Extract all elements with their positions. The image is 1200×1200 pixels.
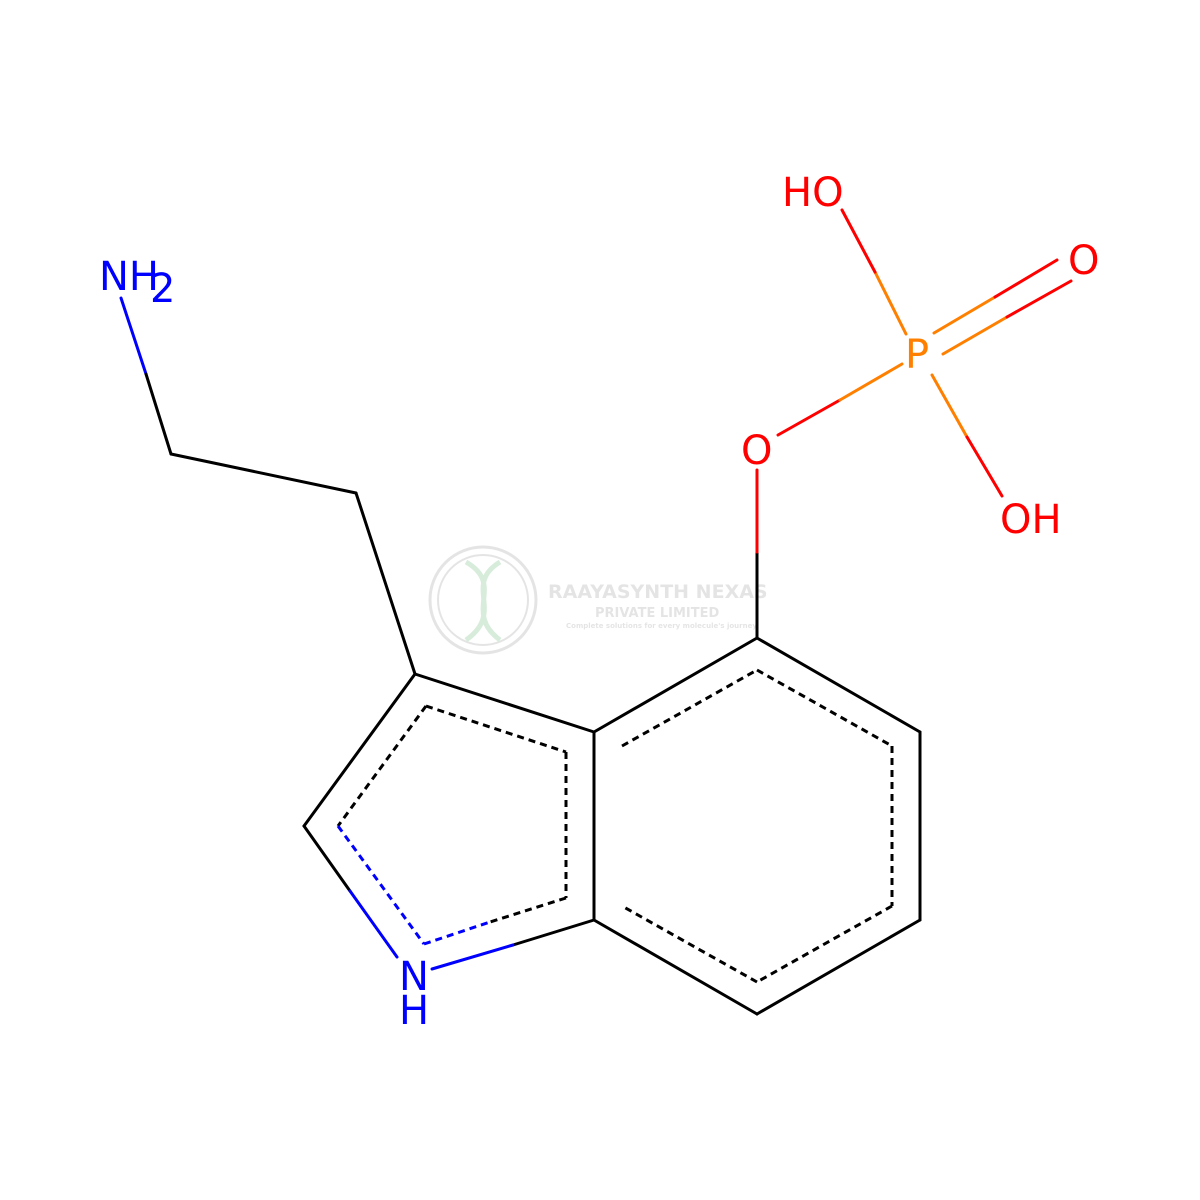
bond-p-o-double-b-orange: [941, 315, 1009, 356]
bond-amine-n-black: [144, 372, 173, 456]
bond-c7a-n-black: [511, 918, 596, 947]
bond-p-o-double-a-red: [993, 258, 1059, 299]
oxo-label: O: [1068, 238, 1099, 284]
bond-c3-c3a: [413, 672, 596, 734]
watermark-subtitle: PRIVATE LIMITED: [595, 606, 720, 621]
amine-label: NH: [99, 254, 159, 300]
aromatic-c3-c2: [336, 705, 428, 827]
aromatic-c3a-c4: [621, 668, 758, 748]
aromatic-c7-c7a: [621, 904, 758, 984]
bond-c6-c7: [755, 918, 922, 1016]
single-bonds: [169, 452, 922, 1016]
nitrogen-bonds: [119, 296, 515, 971]
aromatic-n-c7a-blue: [423, 920, 491, 946]
aromatic-c6-c7: [756, 904, 893, 984]
ester-oxygen-label: O: [741, 428, 772, 474]
bond-ethyl-c2-c3: [354, 491, 417, 676]
bond-amine-n-blue: [119, 296, 148, 376]
aromatic-c2-n-blue: [336, 825, 426, 945]
watermark: RAAYASYNTH NEXAS PRIVATE LIMITED Complet…: [428, 545, 768, 655]
watermark-logo-inner-ring: [437, 554, 529, 646]
amine-subscript: 2: [150, 266, 175, 312]
aromatic-bonds: [336, 668, 894, 984]
watermark-company: RAAYASYNTH NEXAS: [548, 581, 768, 603]
phosphate-bonds: [755, 208, 1073, 554]
phosphorus-label: P: [905, 332, 929, 378]
bond-c2-n-black: [302, 824, 352, 893]
bond-c7-c7a: [592, 918, 759, 1016]
aromatic-bonds-nitrogen: [336, 825, 491, 946]
watermark-tagline: Complete solutions for every molecule's …: [566, 622, 757, 630]
hydroxyl-bottom-label: OH: [1000, 497, 1062, 543]
bond-n-c7a-blue: [430, 943, 515, 971]
bond-p-ohtop-orange: [873, 270, 908, 336]
bond-o-p-orange: [838, 362, 904, 402]
bond-p-ohbottom-red: [965, 435, 1004, 498]
hydroxyl-top-label: HO: [782, 170, 844, 216]
bond-c3a-c4: [592, 636, 759, 734]
watermark-dna-icon: [464, 559, 502, 643]
bond-c2-n-blue: [348, 889, 399, 959]
bond-p-ohbottom-orange: [930, 373, 969, 439]
bond-c4-c5: [755, 636, 922, 734]
indole-nitrogen-label: N: [399, 954, 429, 1000]
aromatic-c4-c5: [756, 668, 893, 748]
atom-labels: NH 2 HO O P O OH N H: [99, 170, 1099, 1034]
bond-p-o-double-b-red: [1005, 279, 1073, 319]
bond-ethyl-c1-c2: [169, 452, 358, 495]
bond-o-p-red: [776, 398, 842, 437]
bond-c3-c2: [302, 672, 417, 828]
bond-p-ohtop-red: [840, 208, 877, 274]
watermark-logo-outer-ring: [428, 545, 538, 655]
aromatic-c7a-n: [489, 896, 567, 924]
bond-p-o-double-a-orange: [932, 295, 997, 335]
indole-hydrogen-label: H: [399, 988, 429, 1034]
aromatic-c3-c3a: [425, 704, 567, 754]
